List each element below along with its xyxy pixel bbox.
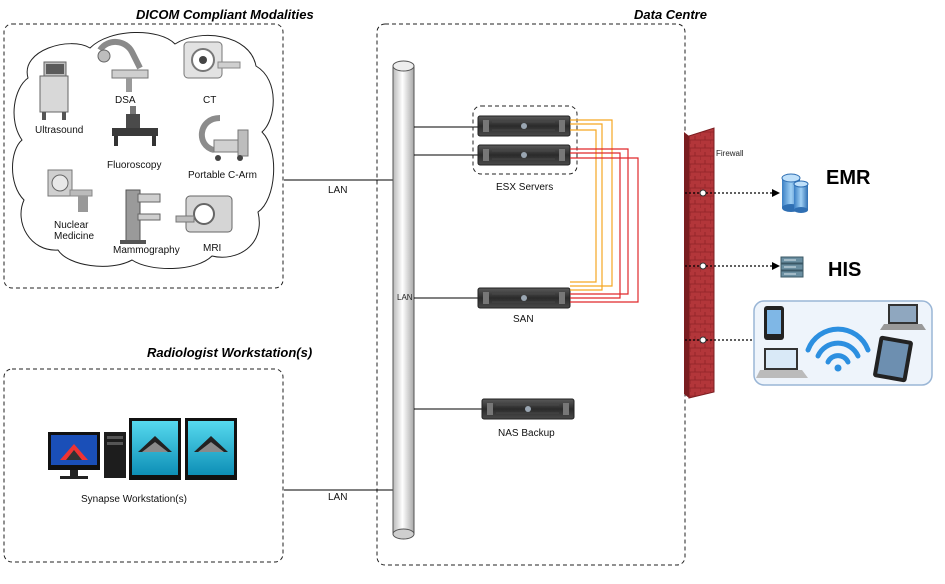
workstation-title: Radiologist Workstation(s) [147, 345, 312, 360]
his-server-icon [780, 256, 804, 278]
fluoroscopy-label: Fluoroscopy [107, 160, 161, 171]
ultrasound-icon [39, 61, 69, 120]
mri-label: MRI [203, 243, 221, 254]
mammography-icon [120, 189, 161, 244]
nuclear-medicine-icon [47, 169, 93, 212]
arrow-emr [772, 189, 780, 197]
portable-c-arm-icon [198, 115, 249, 161]
tablet-icon [873, 335, 913, 383]
lan-backbone [392, 60, 415, 540]
nas-backup-label: NAS Backup [498, 428, 555, 439]
nuclear-medicine-label-line2: Medicine [54, 231, 94, 242]
storage-links [570, 119, 639, 303]
firewall [684, 127, 715, 399]
synapse-workstation-icon [48, 418, 237, 480]
ultrasound-label: Ultrasound [35, 125, 83, 136]
laptop-icon-top [880, 304, 926, 330]
modalities-title: DICOM Compliant Modalities [136, 7, 314, 22]
portable-c-arm-label: Portable C-Arm [188, 170, 257, 181]
synapse-workstation-label: Synapse Workstation(s) [81, 494, 187, 505]
ct-icon [183, 41, 241, 79]
mammography-label: Mammography [113, 245, 180, 256]
nas-backup-server [481, 398, 575, 420]
esx-servers-label: ESX Servers [496, 182, 553, 193]
datacentre-group-box [376, 23, 686, 566]
laptop-icon-bottom [756, 348, 808, 378]
emr-label: EMR [826, 167, 871, 189]
firewall-label: Firewall [716, 149, 744, 158]
esx-server-1 [477, 115, 571, 137]
ct-label: CT [203, 95, 216, 106]
lan-backbone-label: LAN [397, 293, 413, 302]
external-links [685, 192, 772, 341]
arrow-his [772, 262, 780, 270]
lan-label-bottom: LAN [328, 492, 347, 503]
san-server [477, 287, 571, 309]
lan-label-top: LAN [328, 185, 347, 196]
fluoroscopy-icon [112, 106, 158, 146]
modalities-group-box [3, 23, 284, 289]
dsa-label: DSA [115, 95, 136, 106]
workstation-group-box [3, 368, 284, 563]
emr-database-icon [781, 173, 809, 213]
mobile-devices-panel [753, 300, 933, 386]
san-label: SAN [513, 314, 534, 325]
mri-icon [175, 195, 233, 233]
wifi-icon [805, 326, 871, 365]
datacentre-title: Data Centre [634, 7, 707, 22]
esx-group-box [472, 105, 578, 175]
esx-server-2 [477, 144, 571, 166]
his-label: HIS [828, 259, 861, 281]
nuclear-medicine-label-line1: Nuclear [54, 220, 89, 231]
dsa-icon [97, 39, 149, 92]
modalities-cloud [12, 31, 275, 269]
